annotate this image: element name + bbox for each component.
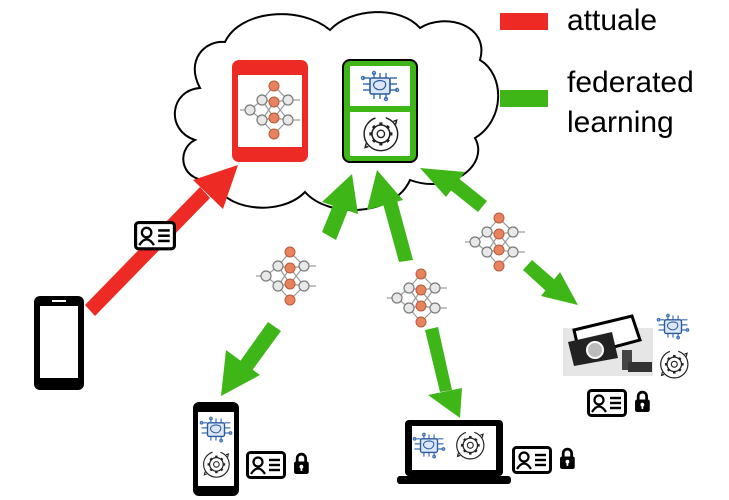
legend-federated-label-line2: learning [567, 106, 674, 139]
security-camera-federated [563, 313, 690, 417]
smartphone-federated [193, 402, 311, 496]
federated-server [342, 59, 418, 163]
lock-icon [292, 452, 311, 476]
legend-actual-swatch [500, 13, 548, 30]
neural-network-icon [255, 246, 317, 306]
laptop-federated [397, 420, 577, 484]
neural-network-icon [386, 268, 448, 328]
id-card-icon [587, 389, 627, 417]
legend-federated-label-line1: federated [567, 66, 694, 99]
actual-upload-arrow [85, 165, 238, 316]
smartphone-plain [34, 296, 84, 390]
legend-federated-swatch [500, 90, 548, 107]
federated-arrows [221, 168, 578, 418]
id-card-icon [133, 220, 177, 251]
actual-server [232, 60, 308, 162]
neural-network-icon [464, 212, 526, 272]
id-card-icon [246, 451, 286, 479]
ai-chip-icon [656, 313, 690, 340]
lock-icon [633, 390, 652, 414]
gear-refresh-icon [659, 349, 690, 380]
id-card-icon [512, 446, 552, 474]
lock-icon [558, 447, 577, 471]
legend-actual-label: attuale [567, 4, 658, 37]
